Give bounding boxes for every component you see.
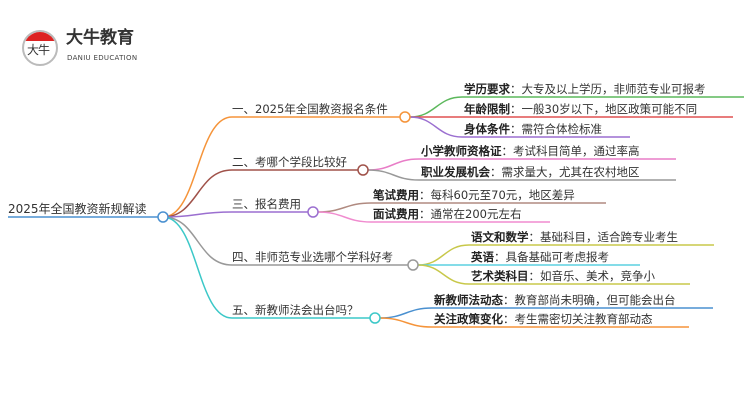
leaf-key: 语文和数学 <box>471 230 529 244</box>
leaf-node[interactable]: 新教师法动态：教育部尚未明确，但可能会出台 <box>434 293 676 307</box>
leaf-node[interactable]: 艺术类科目：如音乐、美术，竞争小 <box>471 269 655 283</box>
branch-connector <box>162 211 308 218</box>
leaf-key: 职业发展机会 <box>421 165 490 179</box>
leaf-key: 面试费用 <box>373 207 419 221</box>
leaf-value: ：基础科目，适合跨专业考生 <box>528 230 679 244</box>
leaf-value: ：需符合体检标准 <box>510 122 602 136</box>
logo-icon: 大牛 <box>22 30 58 66</box>
branch-node[interactable]: 五、新教师法会出台吗？ <box>232 303 359 317</box>
leaf-node[interactable]: 小学教师资格证：考试科目简单，通过率高 <box>421 144 640 158</box>
leaf-value: ：一般30岁以下，地区政策可能不同 <box>510 102 698 116</box>
branch-node[interactable]: 一、2025年全国教资报名条件 <box>232 102 388 116</box>
leaf-value: ：如音乐、美术，竞争小 <box>528 269 656 283</box>
root-node[interactable]: 2025年全国教资新规解读 <box>8 202 147 216</box>
leaf-key: 笔试费用 <box>373 188 419 202</box>
leaf-key: 身体条件 <box>464 122 510 136</box>
leaf-value: ：需求量大，尤其在农村地区 <box>490 165 640 179</box>
leaf-value: ：每科60元至70元，地区差异 <box>419 188 575 202</box>
branch-toggle[interactable] <box>369 312 381 324</box>
leaf-connector <box>417 264 690 285</box>
leaf-key: 英语 <box>471 250 494 264</box>
branch-toggle[interactable] <box>407 259 419 271</box>
leaf-node[interactable]: 学历要求：大专及以上学历，非师范专业可报考 <box>464 82 706 96</box>
leaf-node[interactable]: 英语：具备基础可考虑报考 <box>471 250 609 264</box>
branch-node[interactable]: 二、考哪个学段比较好 <box>232 155 347 169</box>
leaf-value: ：通常在200元左右 <box>419 207 522 221</box>
leaf-node[interactable]: 年龄限制：一般30岁以下，地区政策可能不同 <box>464 102 697 116</box>
leaf-key: 学历要求 <box>464 82 510 96</box>
leaf-connector <box>367 169 676 181</box>
leaf-key: 新教师法动态 <box>434 293 503 307</box>
branch-toggle[interactable] <box>357 164 369 176</box>
leaf-key: 小学教师资格证 <box>421 144 502 158</box>
branch-connector <box>162 169 358 218</box>
leaf-key: 艺术类科目 <box>471 269 529 283</box>
leaf-node[interactable]: 笔试费用：每科60元至70元，地区差异 <box>373 188 575 202</box>
leaf-key: 关注政策变化 <box>434 312 503 326</box>
leaf-key: 年龄限制 <box>464 102 510 116</box>
root-toggle[interactable] <box>157 211 169 223</box>
leaf-node[interactable]: 职业发展机会：需求量大，尤其在农村地区 <box>421 165 640 179</box>
branch-node[interactable]: 四、非师范专业选哪个学科好考 <box>232 250 393 264</box>
leaf-node[interactable]: 身体条件：需符合体检标准 <box>464 122 602 136</box>
leaf-value: ：教育部尚未明确，但可能会出台 <box>503 293 676 307</box>
branch-connector <box>162 216 408 266</box>
branch-toggle[interactable] <box>399 111 411 123</box>
logo: 大牛 大牛教育 DANIU EDUCATION <box>22 28 182 72</box>
leaf-node[interactable]: 关注政策变化：考生需密切关注教育部动态 <box>434 312 653 326</box>
logo-name: 大牛教育 <box>66 28 134 48</box>
leaf-connector <box>379 317 689 328</box>
leaf-node[interactable]: 面试费用：通常在200元左右 <box>373 207 521 221</box>
branch-toggle[interactable] <box>307 206 319 218</box>
leaf-node[interactable]: 语文和数学：基础科目，适合跨专业考生 <box>471 230 678 244</box>
logo-subtitle: DANIU EDUCATION <box>67 54 138 62</box>
logo-glyph: 大牛 <box>27 43 50 57</box>
branch-connector <box>162 216 370 319</box>
leaf-value: ：大专及以上学历，非师范专业可报考 <box>510 82 706 96</box>
branch-node[interactable]: 三、报名费用 <box>232 197 301 211</box>
leaf-connector <box>409 116 630 138</box>
leaf-connector <box>317 211 550 223</box>
leaf-value: ：考生需密切关注教育部动态 <box>503 312 653 326</box>
leaf-connector <box>367 158 676 171</box>
leaf-value: ：考试科目简单，通过率高 <box>501 144 640 158</box>
leaf-value: ：具备基础可考虑报考 <box>494 250 609 264</box>
branch-connector <box>162 116 400 218</box>
